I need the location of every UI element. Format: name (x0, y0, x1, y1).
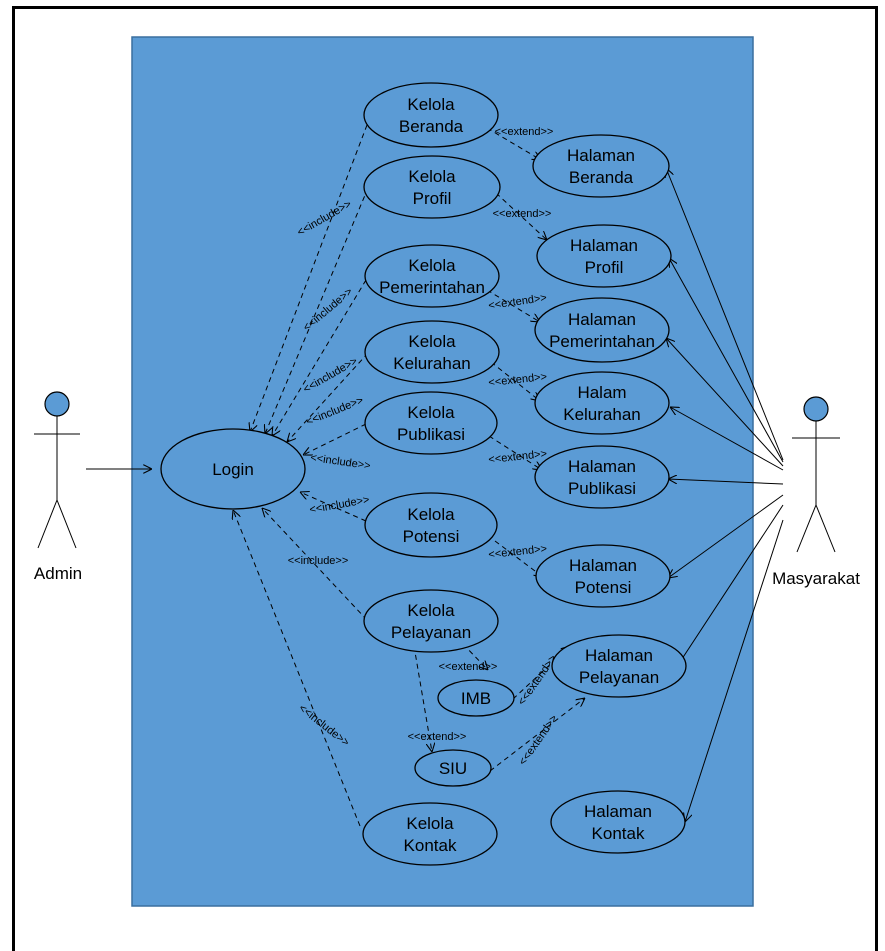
usecase-kelola-kontak-ellipse (362, 802, 498, 866)
extend-label: <<extend>> (495, 126, 554, 138)
usecase-halam-kelurahan-label: Halam (577, 383, 626, 402)
usecase-kelola-kontak-label: Kontak (404, 836, 457, 855)
usecase-halaman-kontak-label: Kontak (592, 824, 645, 843)
usecase-kelola-pemerintahan-ellipse (364, 244, 500, 308)
usecase-halam-kelurahan-ellipse (534, 371, 670, 435)
usecase-kelola-potensi-label: Potensi (403, 527, 460, 546)
usecase-kelola-pelayanan-label: Kelola (407, 601, 455, 620)
usecase-kelola-profil-label: Profil (413, 189, 452, 208)
usecase-imb: IMB (437, 679, 515, 717)
usecase-kelola-potensi-ellipse (364, 492, 498, 558)
usecase-halaman-potensi-label: Potensi (575, 578, 632, 597)
usecase-kelola-publikasi-label: Kelola (407, 403, 455, 422)
usecase-login: Login (160, 428, 306, 510)
usecase-kelola-kelurahan-ellipse (364, 320, 500, 384)
usecase-kelola-beranda-ellipse (363, 82, 499, 148)
actor-admin-head (44, 391, 70, 417)
usecase-siu-label: SIU (439, 759, 467, 778)
usecase-kelola-pelayanan-label: Pelayanan (391, 623, 471, 642)
usecase-halam-kelurahan-label: Kelurahan (563, 405, 641, 424)
actor-admin-label: Admin (34, 564, 82, 583)
actor-masyarakat-head (803, 396, 829, 422)
usecase-kelola-pelayanan-ellipse (363, 589, 499, 653)
usecase-kelola-pemerintahan-label: Kelola (408, 256, 456, 275)
usecase-halaman-profil-label: Profil (585, 258, 624, 277)
usecase-kelola-kontak-label: Kelola (406, 814, 454, 833)
usecase-kelola-profil-ellipse (363, 155, 501, 219)
extend-label: <<extend>> (493, 208, 552, 220)
usecase-halaman-publikasi-label: Publikasi (568, 479, 636, 498)
usecase-login-ellipse (160, 428, 306, 510)
usecase-halaman-profil-label: Halaman (570, 236, 638, 255)
usecase-halaman-publikasi-label: Halaman (568, 457, 636, 476)
include-label: <<include>> (288, 555, 349, 567)
diagram-frame (12, 6, 878, 951)
usecase-kelola-beranda-label: Kelola (407, 95, 455, 114)
usecase-halaman-potensi-label: Halaman (569, 556, 637, 575)
actor-masyarakat: Masyarakat (772, 396, 860, 588)
actor-admin: Admin (34, 391, 82, 583)
usecase-imb-ellipse (437, 679, 515, 717)
use-cases: LoginKelolaBerandaKelolaProfilKelolaPeme… (160, 82, 687, 866)
usecase-kelola-pemerintahan-label: Pemerintahan (379, 278, 485, 297)
usecase-kelola-kelurahan-label: Kelola (408, 332, 456, 351)
usecase-kelola-publikasi-label: Publikasi (397, 425, 465, 444)
usecase-halaman-profil-ellipse (536, 224, 672, 288)
actor-masyarakat-label: Masyarakat (772, 569, 860, 588)
include-relations (233, 124, 369, 827)
usecase-halaman-pemerintahan-label: Pemerintahan (549, 332, 655, 351)
usecase-halaman-pelayanan-label: Pelayanan (579, 668, 659, 687)
usecase-imb-label: IMB (461, 689, 491, 708)
usecase-siu: SIU (414, 749, 492, 787)
usecase-halaman-beranda-label: Halaman (567, 146, 635, 165)
usecase-login-label: Login (212, 460, 254, 479)
usecase-kelola-kelurahan-label: Kelurahan (393, 354, 471, 373)
usecase-kelola-profil-label: Kelola (408, 167, 456, 186)
usecase-halaman-kontak-label: Halaman (584, 802, 652, 821)
usecase-halaman-pelayanan-label: Halaman (585, 646, 653, 665)
usecase-halaman-beranda-ellipse (532, 134, 670, 198)
usecase-kelola-beranda-label: Beranda (399, 117, 464, 136)
usecase-siu-ellipse (414, 749, 492, 787)
usecase-halaman-pemerintahan-ellipse (534, 297, 670, 363)
usecase-halaman-beranda-label: Beranda (569, 168, 634, 187)
extend-label: <<extend>> (439, 661, 498, 673)
usecase-halaman-potensi-ellipse (535, 544, 671, 608)
usecase-kelola-potensi-label: Kelola (407, 505, 455, 524)
usecase-kelola-publikasi-ellipse (364, 391, 498, 455)
usecase-halaman-pemerintahan-label: Halaman (568, 310, 636, 329)
masyarakat-associations (666, 168, 784, 822)
extend-label: <<extend>> (408, 731, 467, 743)
usecase-halaman-pelayanan-ellipse (551, 634, 687, 698)
usecase-halaman-publikasi-ellipse (534, 445, 670, 509)
usecase-halaman-kontak-ellipse (550, 790, 686, 854)
